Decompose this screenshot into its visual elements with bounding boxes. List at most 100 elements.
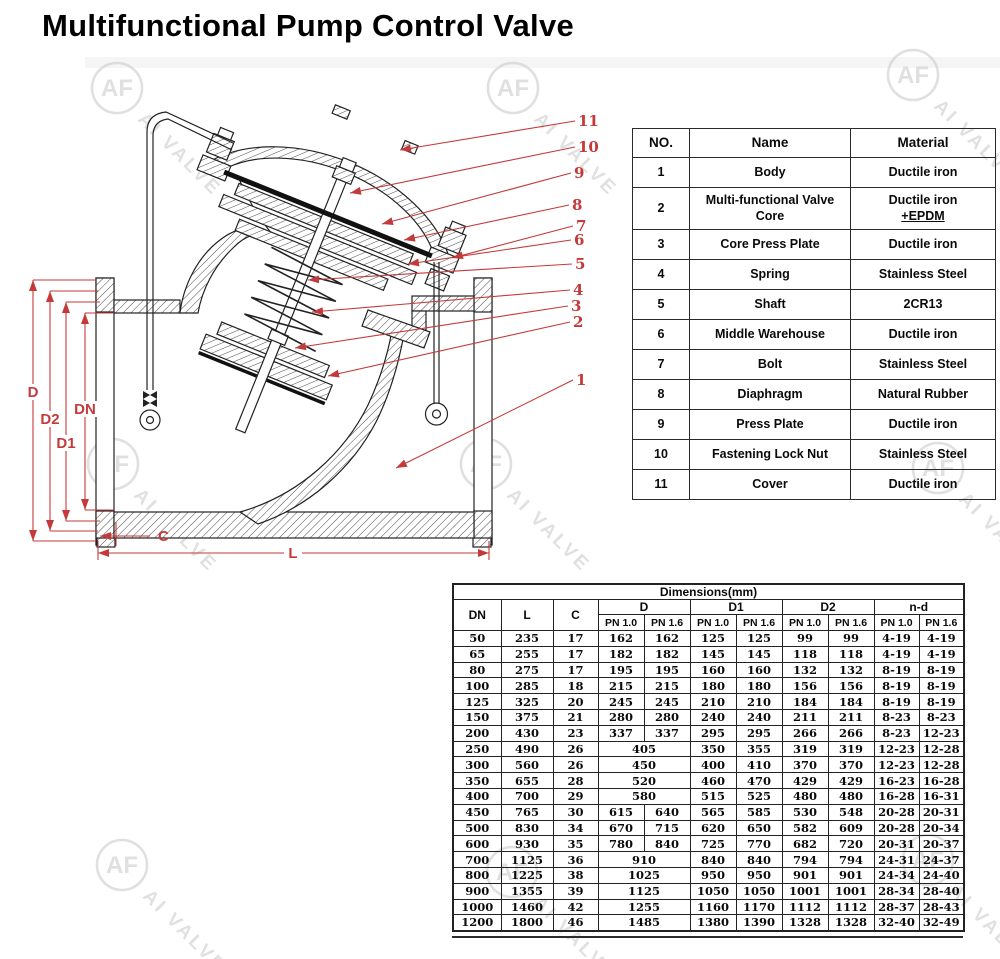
dim-value-cell: 182 (597, 645, 645, 663)
dim-value-cell: 460 (689, 772, 737, 789)
part-name-cell: Bolt (689, 349, 851, 380)
label-backing (284, 545, 302, 560)
valve-cross-section (95, 104, 493, 548)
dim-value-cell: 670 (597, 819, 645, 837)
dim-value-cell: 950 (689, 866, 737, 884)
dim-value-cell: 180 (689, 677, 737, 695)
part-no-cell: 1 (632, 157, 690, 188)
dim-value-cell: 682 (781, 835, 829, 853)
dim-value-cell: 429 (781, 772, 829, 789)
dim-value-cell: 4-19 (873, 630, 920, 647)
dim-value-cell: 1460 (500, 898, 554, 916)
dim-value-cell: 26 (552, 740, 599, 758)
callout-number: 6 (574, 231, 584, 249)
dim-value-cell: 620 (689, 819, 737, 837)
dim-value-cell: 17 (552, 661, 599, 679)
dim-value-cell: 325 (500, 693, 554, 710)
dim-value-cell: 132 (827, 661, 875, 679)
dim-value-cell: 125 (735, 630, 783, 647)
af-logo-icon: AF (106, 852, 138, 879)
dim-value-cell: 1355 (500, 882, 554, 900)
dim-value-cell: 1170 (735, 898, 783, 916)
dim-value-cell: 375 (500, 708, 554, 726)
dim-value-cell: 585 (735, 803, 783, 821)
part-name-cell: Multi-functional Valve Core (689, 187, 851, 230)
callout-number: 8 (572, 196, 582, 214)
dim-value-cell: 901 (827, 866, 875, 884)
dim-value-cell: 1328 (827, 914, 875, 932)
dim-value-cell: 250 (452, 740, 502, 758)
dim-value-cell: 400 (689, 756, 737, 774)
dim-value-cell: 295 (689, 724, 737, 742)
dim-value-cell: 295 (735, 724, 783, 742)
callout-leader-line (451, 225, 574, 260)
callout-number: 9 (574, 164, 584, 182)
dim-value-cell: 480 (827, 787, 875, 805)
dim-value-cell: 240 (689, 708, 737, 726)
dim-value-cell: 4-19 (918, 630, 965, 647)
dim-value-cell: 430 (500, 724, 554, 742)
dim-value-cell: 400 (452, 787, 502, 805)
callout-leader-line (349, 146, 576, 195)
dim-value-cell: 1001 (827, 882, 875, 900)
dim-value-cell: 900 (452, 882, 502, 900)
dim-value-cell: 8-19 (873, 661, 920, 679)
dim-value-cell: 700 (452, 851, 502, 868)
dim-value-cell: 1160 (689, 898, 737, 916)
dim-value-cell: 184 (781, 693, 829, 710)
dim-value-cell: 215 (597, 677, 645, 695)
dim-value-cell: 12-23 (918, 724, 965, 742)
dimension-label: D (28, 384, 39, 401)
dim-value-cell: 266 (781, 724, 829, 742)
dim-value-cell: 580 (597, 787, 691, 805)
dim-value-cell: 266 (827, 724, 875, 742)
dim-value-cell: 840 (689, 851, 737, 868)
dim-value-cell: 150 (452, 708, 502, 726)
part-no-cell: 4 (632, 259, 690, 290)
dim-group-header: D2 (781, 599, 875, 615)
dim-value-cell: 100 (452, 677, 502, 695)
part-name-cell: Body (689, 157, 851, 188)
dim-col-header: DN (452, 599, 502, 631)
dim-value-cell: 28 (552, 772, 599, 789)
dim-value-cell: 26 (552, 756, 599, 774)
af-logo-icon: AF (497, 75, 529, 102)
inlet-flange (95, 277, 116, 548)
dim-value-cell: 370 (781, 756, 829, 774)
dim-value-cell: 23 (552, 724, 599, 742)
dim-value-cell: 28-37 (873, 898, 920, 916)
dim-value-cell: 780 (597, 835, 645, 853)
part-material-cell: Ductile iron (850, 229, 996, 260)
part-material-cell: Ductile iron+EPDM (850, 187, 996, 230)
dim-value-cell: 99 (781, 630, 829, 647)
dim-value-cell: 245 (597, 693, 645, 710)
dim-value-cell: 840 (735, 851, 783, 868)
dim-value-cell: 182 (643, 645, 691, 663)
dim-value-cell: 21 (552, 708, 599, 726)
dim-value-cell: 50 (452, 630, 502, 647)
part-name-cell: Fastening Lock Nut (689, 439, 851, 470)
dim-value-cell: 99 (827, 630, 875, 647)
dim-value-cell: 200 (452, 724, 502, 742)
dim-value-cell: 720 (827, 835, 875, 853)
dim-value-cell: 125 (452, 693, 502, 710)
dim-value-cell: 180 (735, 677, 783, 695)
dim-value-cell: 450 (597, 756, 691, 774)
dim-value-cell: 582 (781, 819, 829, 837)
dim-value-cell: 355 (735, 740, 783, 758)
dim-value-cell: 20 (552, 693, 599, 710)
dim-value-cell: 1050 (735, 882, 783, 900)
part-name-cell: Middle Warehouse (689, 319, 851, 350)
dim-value-cell: 280 (597, 708, 645, 726)
dim-value-cell: 28-34 (873, 882, 920, 900)
part-no-cell: 6 (632, 319, 690, 350)
flange-bolts (205, 126, 467, 292)
dim-value-cell: 24-31 (873, 851, 920, 868)
